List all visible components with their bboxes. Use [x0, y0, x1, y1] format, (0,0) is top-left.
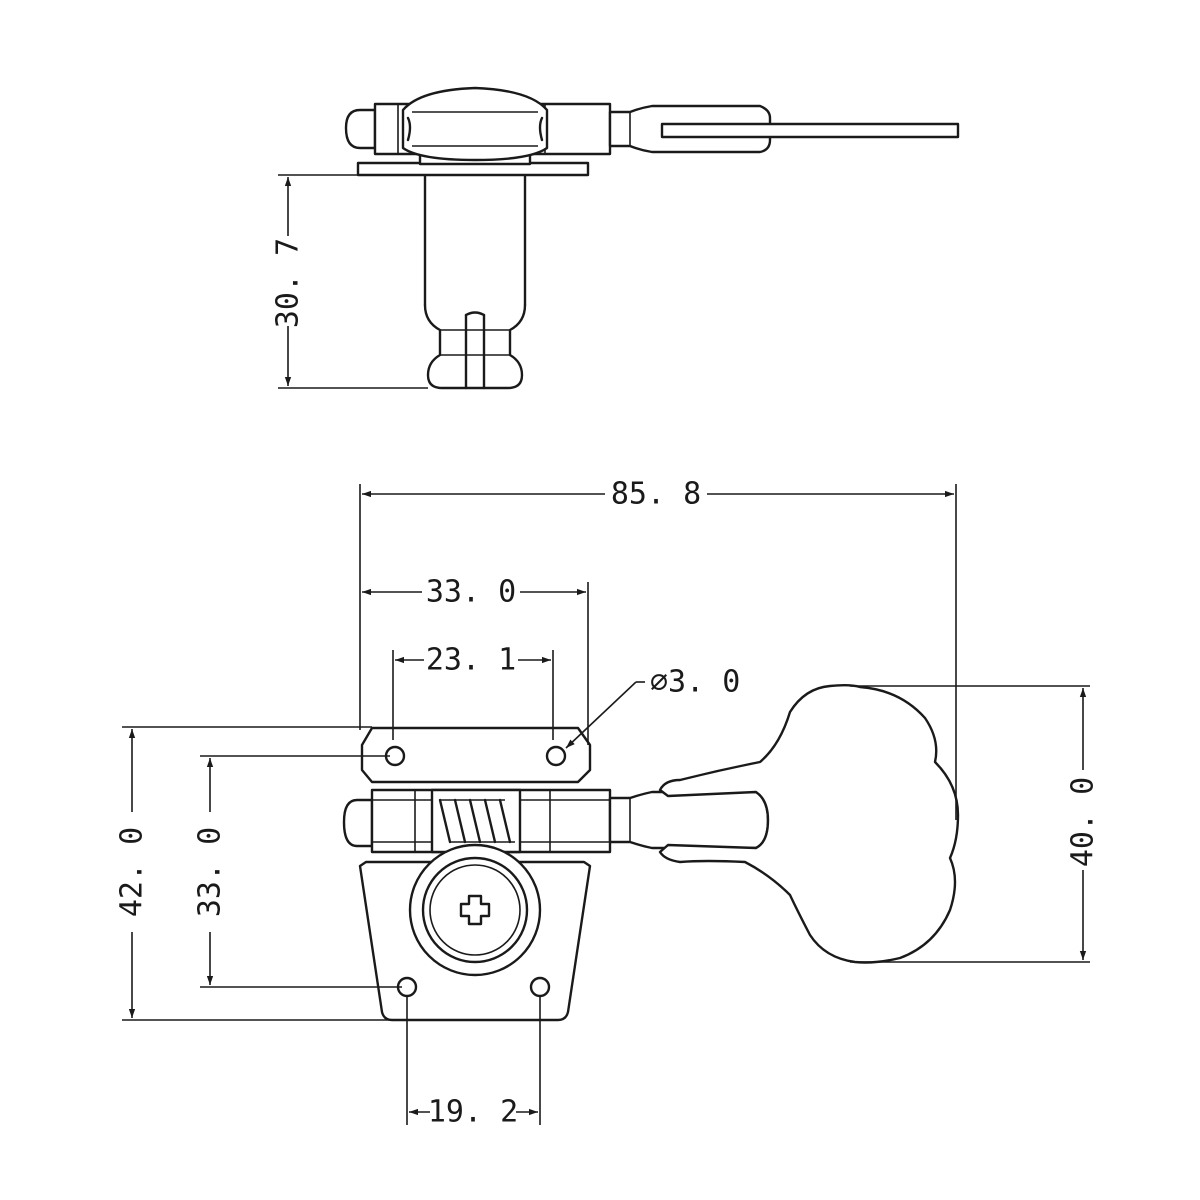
front-stem [608, 790, 770, 850]
dim-bottom-hole-spacing-label: 19. 2 [428, 1095, 518, 1130]
worm-gear [430, 788, 522, 854]
dim-button-height-label: 40. 0 [1066, 777, 1101, 867]
dim-bottom-hole-spacing: 19. 2 [406, 997, 541, 1130]
dim-hole-vertical-spacing: 33. 0 [193, 755, 402, 988]
dim-overall-length: 85. 8 [359, 477, 957, 820]
dim-plate-width: 33. 0 [362, 575, 589, 745]
dim-hole-diameter-label: ⌀3. 0 [650, 665, 740, 700]
dim-top-hole-spacing-label: 23. 1 [426, 643, 516, 678]
post-bushing [408, 843, 542, 977]
side-housing [344, 86, 612, 162]
mounting-hole-bottom-right [529, 976, 551, 998]
dim-overall-height-label: 42. 0 [115, 827, 150, 917]
phillips-screw-icon [459, 894, 491, 926]
dim-overall-length-label: 85. 8 [611, 477, 701, 512]
dim-hole-vertical-spacing-label: 33. 0 [193, 827, 228, 917]
mounting-hole-top-right [545, 745, 567, 767]
dim-plate-width-label: 33. 0 [426, 575, 516, 610]
dim-post-height: 30. 7 [271, 174, 428, 389]
post-shaft [423, 173, 527, 390]
dim-hole-diameter: ⌀3. 0 [565, 665, 740, 749]
dim-top-hole-spacing: 23. 1 [392, 643, 554, 740]
dim-post-height-label: 30. 7 [271, 238, 306, 328]
side-view: 30. 7 [271, 86, 960, 390]
front-view: 85. 8 33. 0 23. 1 ⌀3. 0 40. 0 [115, 477, 1101, 1130]
dim-button-height: 40. 0 [850, 685, 1101, 963]
top-mounting-plate [360, 726, 592, 784]
side-stem-key [608, 104, 960, 154]
dim-overall-height: 42. 0 [115, 726, 392, 1021]
tuner-key-button [658, 684, 960, 964]
